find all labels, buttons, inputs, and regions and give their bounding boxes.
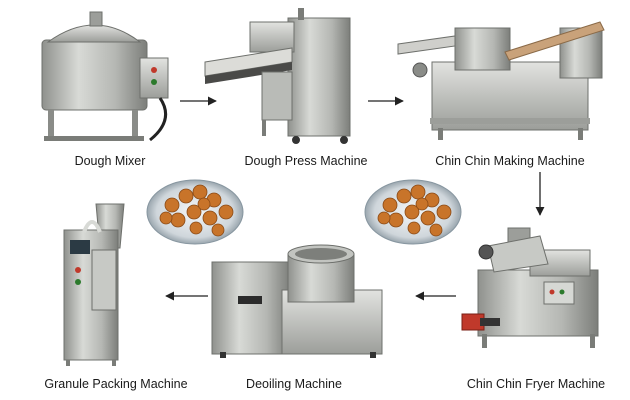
chin-chin-fryer-machine-image [462, 228, 598, 348]
label-dough-press-machine: Dough Press Machine [236, 154, 376, 168]
chin-chin-making-machine-image [398, 22, 604, 140]
label-deoiling-machine: Deoiling Machine [230, 377, 358, 391]
label-dough-mixer: Dough Mixer [62, 154, 158, 168]
chin-chin-snack-plate-image [147, 180, 243, 244]
chin-chin-snack-plate-image [365, 180, 461, 244]
deoiling-machine-image [212, 245, 382, 358]
label-chin-chin-making-machine: Chin Chin Making Machine [420, 154, 600, 168]
dough-press-machine-image [205, 8, 350, 144]
granule-packing-machine-image [64, 204, 124, 366]
label-chin-chin-fryer-machine: Chin Chin Fryer Machine [448, 377, 624, 391]
label-granule-packing-machine: Granule Packing Machine [28, 377, 204, 391]
dough-mixer-image [42, 12, 168, 141]
